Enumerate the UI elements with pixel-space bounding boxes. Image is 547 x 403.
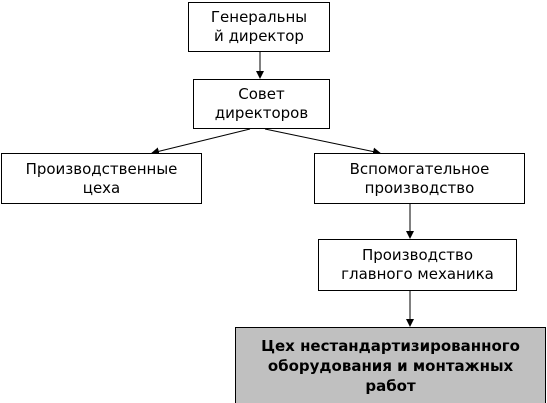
node-general-director: Генеральны й директор — [188, 2, 330, 52]
node-nonstandard-equipment-shop: Цех нестандартизированного оборудования … — [235, 327, 546, 403]
arrow-board-to-auxiliary — [264, 128, 381, 156]
node-auxiliary-production-label: Вспомогательное производство — [349, 159, 490, 197]
node-board-of-directors-label: Совет директоров — [214, 85, 309, 122]
arrow-board-to-production-shops — [151, 128, 251, 156]
node-chief-mechanic: Производство главного механика — [318, 239, 517, 291]
node-board-of-directors: Совет директоров — [193, 79, 330, 129]
node-nonstandard-equipment-shop-label: Цех нестандартизированного оборудования … — [261, 336, 520, 395]
node-auxiliary-production: Вспомогательное производство — [314, 153, 525, 204]
node-production-shops: Производственные цеха — [1, 153, 202, 204]
node-chief-mechanic-label: Производство главного механика — [341, 246, 494, 283]
node-production-shops-label: Производственные цеха — [25, 159, 178, 197]
node-general-director-label: Генеральны й директор — [210, 8, 308, 45]
